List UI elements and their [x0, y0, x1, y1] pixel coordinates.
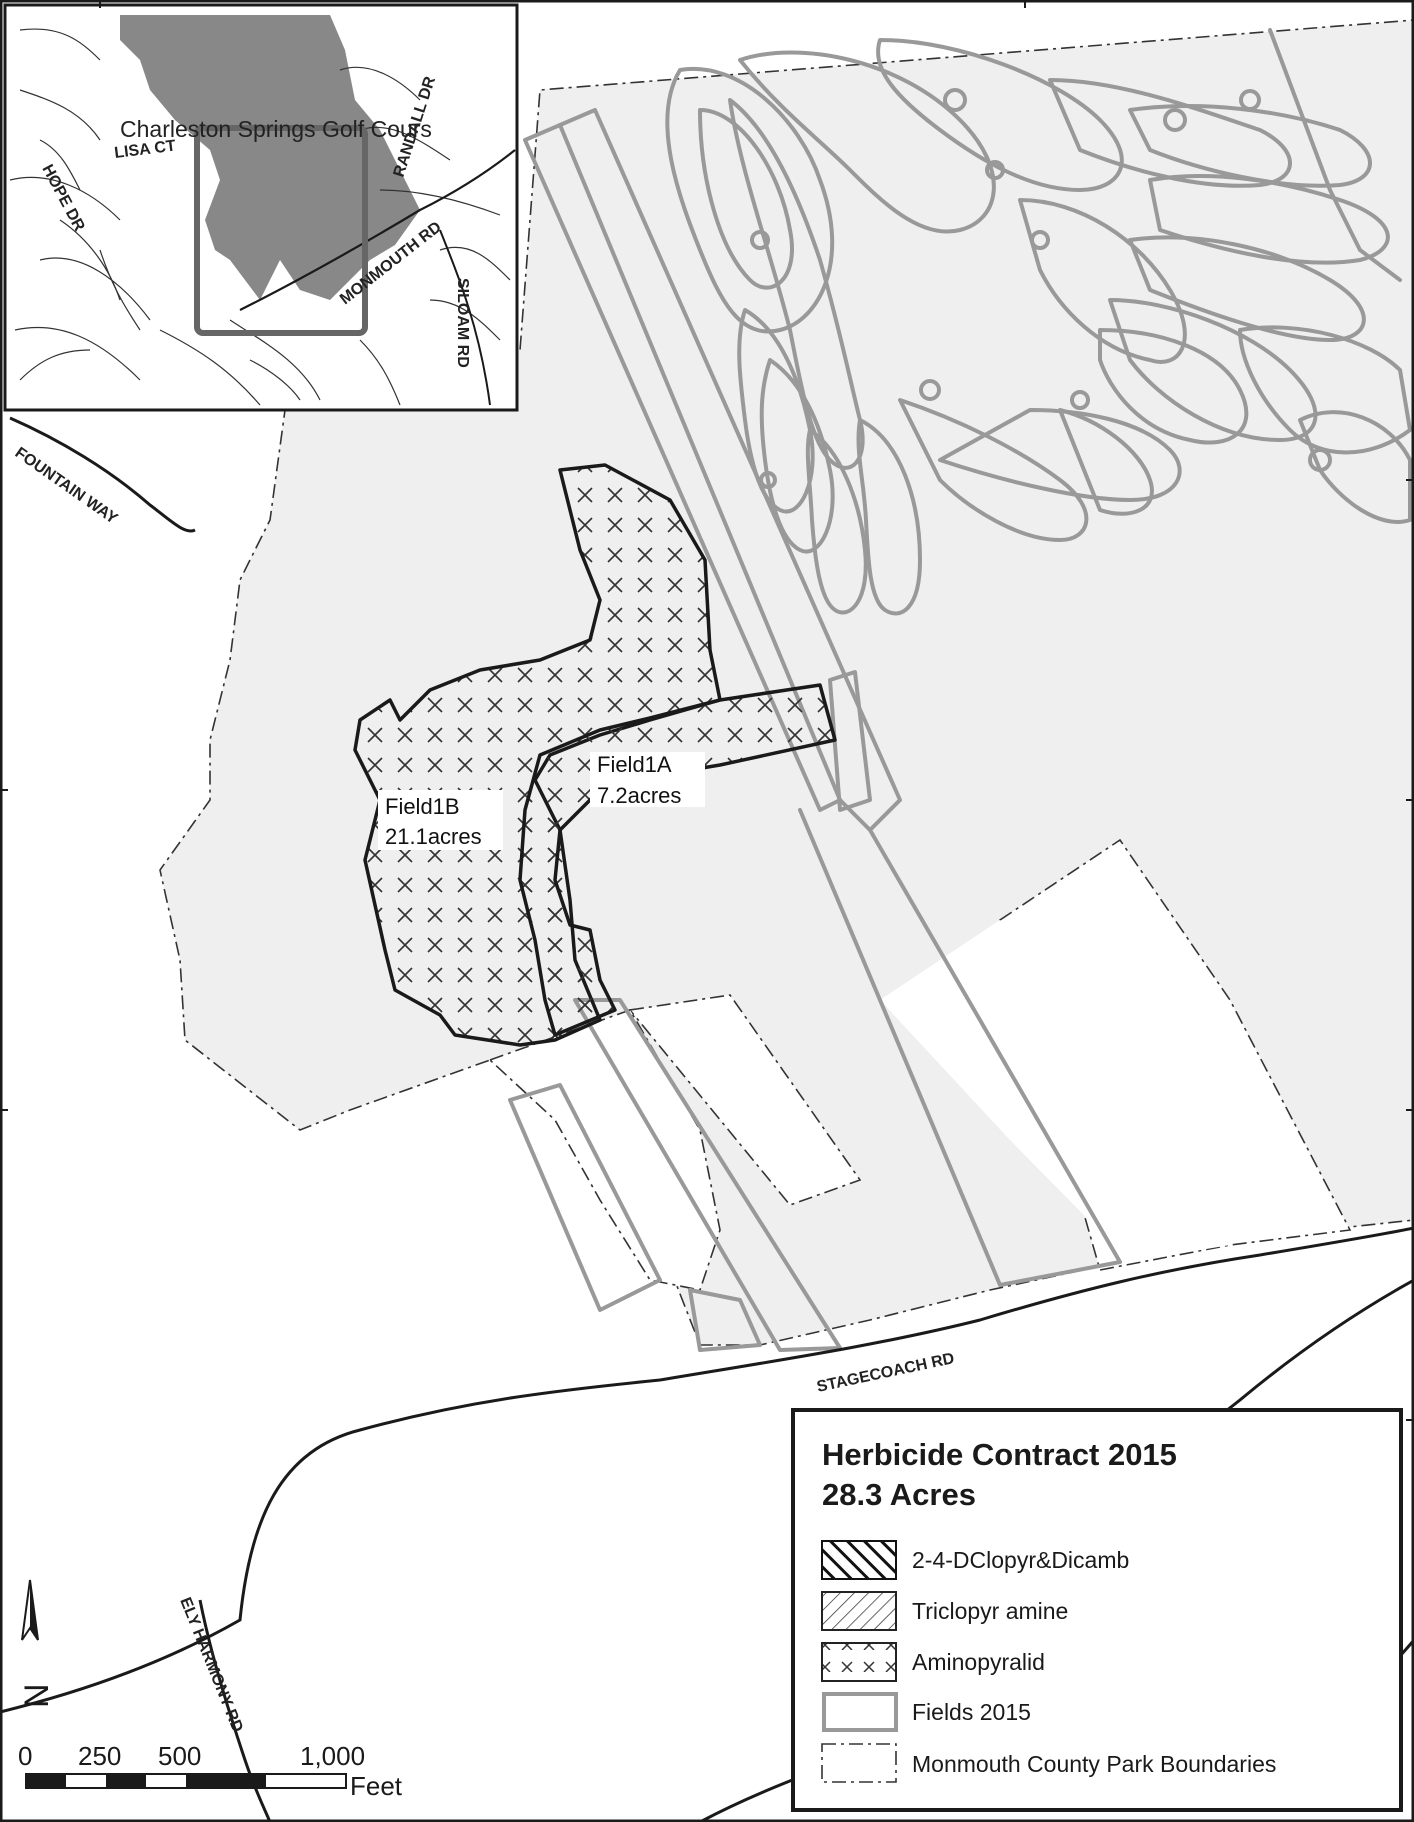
- field-1b-name: Field1B: [385, 794, 460, 819]
- fountain-way-road: [9, 416, 196, 533]
- legend-symbol-x-pattern: [821, 1642, 897, 1682]
- fountain-way-label: FOUNTAIN WAY: [12, 444, 121, 527]
- scale-tick-500: 500: [158, 1741, 201, 1771]
- legend-title-line1: Herbicide Contract 2015: [822, 1437, 1177, 1472]
- fields-2015: [508, 28, 1412, 1352]
- legend-label-x-pattern: Aminopyralid: [912, 1649, 1045, 1675]
- north-label: N: [18, 1683, 56, 1708]
- scale-tick-1000: 1,000: [300, 1741, 365, 1771]
- field-labels: Field1B 21.1acres Field1A 7.2acres: [378, 752, 705, 850]
- scale-tick-250: 250: [78, 1741, 121, 1771]
- stagecoach-road: [0, 1226, 1414, 1714]
- field-1a-acres: 7.2acres: [597, 783, 681, 808]
- legend-label-gray-outline: Fields 2015: [912, 1699, 1031, 1725]
- legend-title-line2: 28.3 Acres: [822, 1477, 976, 1512]
- legend: Herbicide Contract 2015 28.3 Acres 2-4-D…: [791, 1408, 1403, 1812]
- inset-map: Charleston Springs Golf Cours LISA CT HO…: [3, 3, 519, 412]
- ely-harmony-road: [198, 1599, 272, 1822]
- field-1b-acres: 21.1acres: [385, 824, 482, 849]
- legend-symbol-diagonal-hatch: [821, 1591, 897, 1631]
- scale-unit: Feet: [350, 1771, 403, 1801]
- legend-symbol-dash-dot: [821, 1743, 897, 1783]
- scale-bar: 0 250 500 1,000 Feet: [18, 1741, 403, 1801]
- inset-golf-course-label: Charleston Springs Golf Cours: [120, 116, 432, 142]
- legend-symbol-gray-outline: [822, 1692, 898, 1732]
- scale-tick-0: 0: [18, 1741, 32, 1771]
- inset-siloam-rd-label: SILOAM RD: [454, 278, 471, 368]
- legend-symbol-dense-hatch: [821, 1540, 897, 1580]
- legend-label-dense-hatch: 2-4-DClopyr&Dicamb: [912, 1547, 1129, 1573]
- north-arrow-icon: N: [18, 1579, 56, 1708]
- ely-harmony-label: ELY HARMONY RD: [176, 1595, 246, 1735]
- inset-extent-box: [194, 125, 368, 336]
- field-1a-name: Field1A: [597, 752, 672, 777]
- stagecoach-rd-label: STAGECOACH RD: [815, 1350, 956, 1396]
- legend-label-dash-dot: Monmouth County Park Boundaries: [912, 1751, 1276, 1777]
- legend-label-diagonal-hatch: Triclopyr amine: [912, 1598, 1068, 1624]
